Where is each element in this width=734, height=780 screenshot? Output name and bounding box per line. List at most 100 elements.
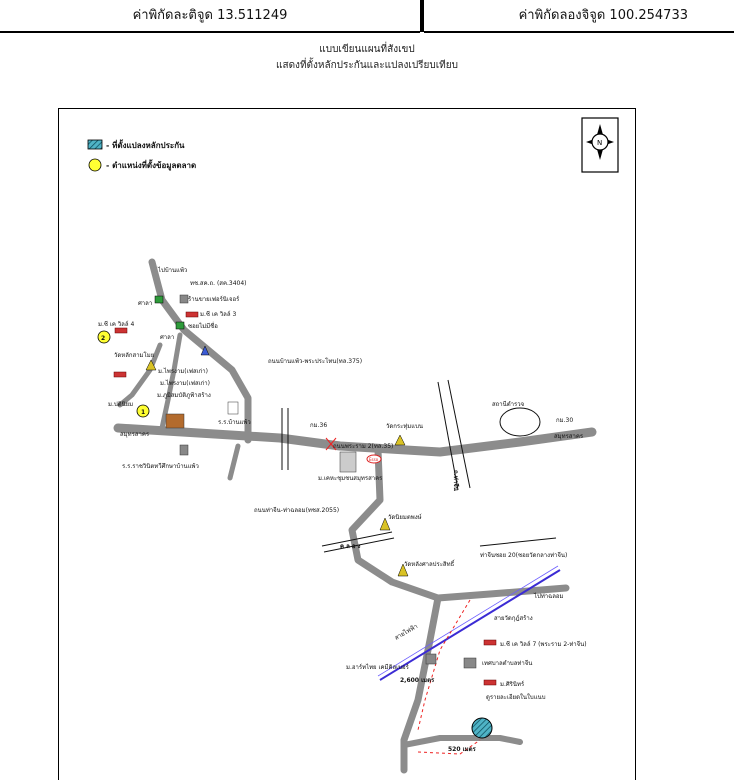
house-icon — [185, 311, 199, 318]
river-right-bank — [447, 379, 471, 489]
sala-icon — [175, 321, 185, 330]
label-samut: สมุทรสาคร — [554, 433, 584, 440]
soi-branch-south — [227, 443, 241, 481]
label-market: ม.ปตินิยม — [108, 401, 133, 408]
highway-35-road — [113, 423, 597, 457]
river-lines — [281, 379, 557, 553]
building-icon — [165, 413, 185, 429]
label-collateral-detail: ดูรายละเอียดในใบแนบ — [486, 693, 546, 701]
shrine-icon — [200, 345, 210, 356]
label-sala-2: ศาลา — [160, 334, 174, 341]
canal-south-2 — [323, 537, 395, 553]
temple-icon — [145, 359, 157, 371]
label-road-375: ถนนบ้านแพ้ว-พระประโทน(ทล.375) — [268, 357, 362, 365]
building-icons — [165, 294, 477, 669]
canal-south-1 — [321, 531, 393, 547]
road-thachin-lower — [434, 584, 570, 602]
lake — [499, 407, 541, 437]
temple-icon — [394, 434, 406, 446]
soi-branch-west — [117, 342, 163, 408]
label-road-2055: ถนนท่าจีน-ท่าฉลอม(ทชส.2055) — [254, 506, 339, 514]
distance-2600-line — [417, 599, 471, 731]
label-dist-2600: 2,600 เมตร — [400, 677, 435, 684]
label-soi-20: ท่าจีนซอย 20(ซอยวัดกลางท่าจีน) — [480, 551, 567, 559]
legend: - ที่ตั้งแปลงหลักประกัน - ตำแหน่งที่ตั้ง… — [87, 139, 196, 172]
label-hwy35: ถนนพระราม 2(ทล.35) — [333, 443, 393, 450]
esso-label: Esso — [369, 457, 379, 462]
label-village-pk2: ม.ไพรงาม(เฟสเก่า) — [160, 379, 210, 387]
label-wat: วัดหลักสามโมย — [114, 351, 154, 359]
building-icon — [179, 294, 189, 304]
header-underline — [688, 31, 734, 33]
label-village-7: ม.ซี เค วิลล์ 7 (พระราม 2-ท่าจีน) — [500, 640, 587, 648]
house-icon — [483, 679, 497, 686]
house-icon — [113, 371, 127, 378]
legend-market-label: - ตำแหน่งที่ตั้งข้อมูลตลาด — [106, 159, 196, 171]
legend-collateral-label: - ที่ตั้งแปลงหลักประกัน — [106, 139, 185, 150]
label-to-ban-phaeo: ไปบ้านแพ้ว — [157, 266, 187, 274]
collateral-plot-marker — [471, 717, 493, 739]
label-dist-520: 520 เมตร — [448, 746, 477, 753]
soi20-line — [479, 537, 557, 547]
temple-icon — [379, 517, 391, 531]
longitude-cell: ค่าพิกัดลองจิจูด 100.254733 — [424, 0, 688, 33]
label-moo-sathai: ม.ฮาร์ทไทย เคมีคิลเบอร์ — [346, 663, 410, 671]
label-road-3404: ทช.สค.ถ. (สค.3404) — [190, 280, 247, 287]
label-thachin-vertical: ถ.ท่าจีน — [452, 470, 460, 492]
label-wat-kamphaeng: วัดนิยมตพงษ์ — [388, 513, 422, 521]
road-south-collateral — [400, 594, 442, 774]
label-rs-banphaeo: ร.ร.บ้านแพ้ว — [218, 419, 251, 426]
label-sala-1: ศาลา — [138, 300, 152, 307]
label-sai-wat: สายวัดกุฎ์สร้าง — [494, 614, 533, 622]
road-2055 — [348, 446, 442, 602]
soi-collateral — [401, 735, 523, 748]
map-frame — [58, 108, 636, 780]
legend-collateral-swatch — [87, 139, 103, 150]
building-icon — [339, 451, 357, 473]
building-icon — [425, 653, 437, 665]
building-icon — [463, 657, 477, 669]
coordinates-header: ค่าพิกัดละติจูด 13.511249 ค่าพิกัดลองจิจ… — [0, 0, 734, 33]
north-arrow-icon: N — [581, 117, 619, 173]
road-375 — [148, 258, 252, 444]
temple-icon — [397, 563, 409, 577]
river-left-bank — [437, 381, 459, 491]
map-subtitle: แสดงที่ตั้งหลักประกันและแปลงเปรียบเทียบ — [276, 60, 458, 71]
label-village-4: ม.ซี เค วิลล์ 4 — [98, 320, 134, 328]
label-factory: เทศบาลตำบลท่าจีน — [482, 659, 532, 667]
house-icon — [483, 639, 497, 646]
label-to-thachin: ไปท่าฉลอม — [533, 592, 564, 600]
road-network — [113, 258, 597, 774]
soi-branch-middle — [159, 332, 183, 431]
label-village-3: ม.ซี เค วิลล์ 3 — [200, 310, 236, 318]
label-city-pillar: สถานีตำรวจ — [492, 400, 524, 408]
map-titles: แบบเขียนแผนที่สังเขป แสดงที่ตั้งหลักประก… — [0, 42, 734, 74]
market-marker-2 — [97, 330, 111, 344]
compass-letter: N — [597, 139, 602, 147]
label-km-36: กม.36 — [310, 422, 327, 429]
sala-icon — [154, 295, 164, 304]
power-line-2 — [377, 565, 559, 677]
label-power-line: สายไฟฟ้า — [393, 622, 419, 642]
market-marker-2-label: 2 — [101, 335, 105, 342]
building-icon — [179, 444, 189, 456]
header-divider — [420, 0, 424, 32]
building-icon — [227, 401, 239, 415]
market-marker-1 — [136, 404, 150, 418]
label-school-left: ร.ร.ราชวินิตทวีศึกษาบ้านแพ้ว — [122, 462, 199, 470]
label-km-30: กม.30 — [556, 417, 573, 424]
latitude-cell: ค่าพิกัดละติจูด 13.511249 — [0, 0, 420, 33]
power-line — [379, 569, 561, 681]
village-icons — [113, 311, 497, 686]
label-sukhumvit-left: สมุทรสาคร — [120, 431, 150, 438]
label-village-siam: ม.ศิรินิทร์ — [500, 680, 525, 688]
map-title: แบบเขียนแผนที่สังเขป — [319, 44, 415, 55]
label-soi-no-name: ซอยไม่มีชื่อ — [188, 322, 218, 330]
label-wat-thachin: วัดหลังศาลประสิทธิ์ — [404, 559, 456, 568]
market-marker-1-label: 1 — [141, 409, 145, 416]
house-icon — [114, 327, 128, 334]
label-shop: ร้านขายเฟอร์นิเจอร์ — [188, 295, 240, 303]
esso-icon — [366, 454, 382, 464]
label-sukhumvit-market: ม.เคหะชุมชนสมุทรสาคร — [318, 475, 383, 482]
